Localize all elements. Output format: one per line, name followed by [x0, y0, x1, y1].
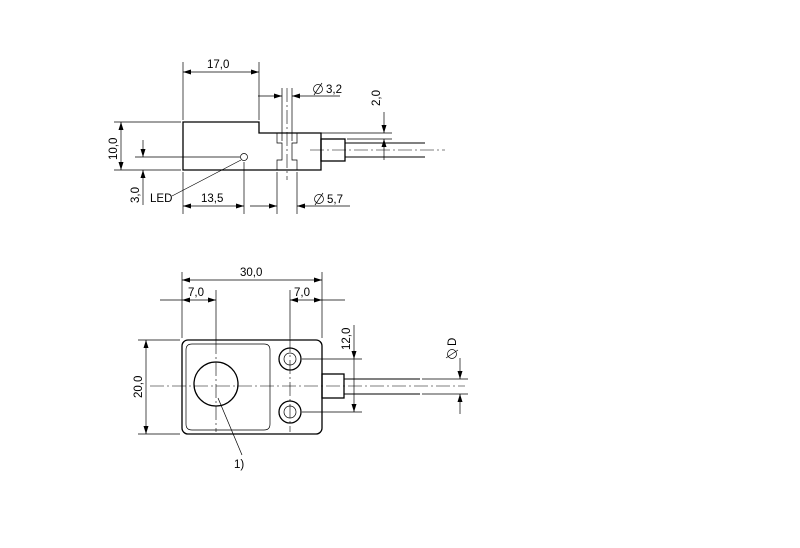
dim-front-height: 20,0: [133, 376, 145, 398]
dim-cable-diameter: D: [447, 338, 459, 346]
front-inner-frame: [185, 343, 271, 431]
dim-hole-diameter: 3,2: [326, 84, 342, 96]
dim-front-width: 30,0: [240, 267, 262, 279]
dim-boss-diameter: 5,7: [327, 194, 343, 206]
side-housing-outline: [182, 121, 322, 171]
dim-led-position: 13,5: [201, 193, 223, 205]
dim-front-right: 7,0: [294, 287, 310, 299]
diameter-symbol-hole: [313, 84, 323, 94]
led-indicator: [240, 153, 248, 161]
side-view: LED 17,0 3,2 2,0 10,0: [108, 59, 445, 214]
led-label: LED: [150, 193, 172, 205]
side-mounting-hole: [276, 133, 298, 170]
note-marker: 1): [234, 459, 244, 471]
note-leader: [217, 397, 243, 456]
led-leader: [171, 159, 242, 197]
front-view: 1) 30,0 7,0 7,0 12,0: [133, 267, 468, 471]
diameter-symbol-boss: [314, 194, 324, 204]
dim-front-left: 7,0: [188, 287, 204, 299]
dim-hole-spacing: 12,0: [341, 328, 353, 350]
dim-side-height: 10,0: [108, 138, 120, 160]
front-housing-outline: [181, 339, 323, 435]
diameter-symbol-cable: [447, 349, 457, 359]
dim-offset-top: 2,0: [371, 90, 383, 106]
dim-led-height: 3,0: [130, 187, 142, 203]
dim-side-length: 17,0: [207, 59, 229, 71]
